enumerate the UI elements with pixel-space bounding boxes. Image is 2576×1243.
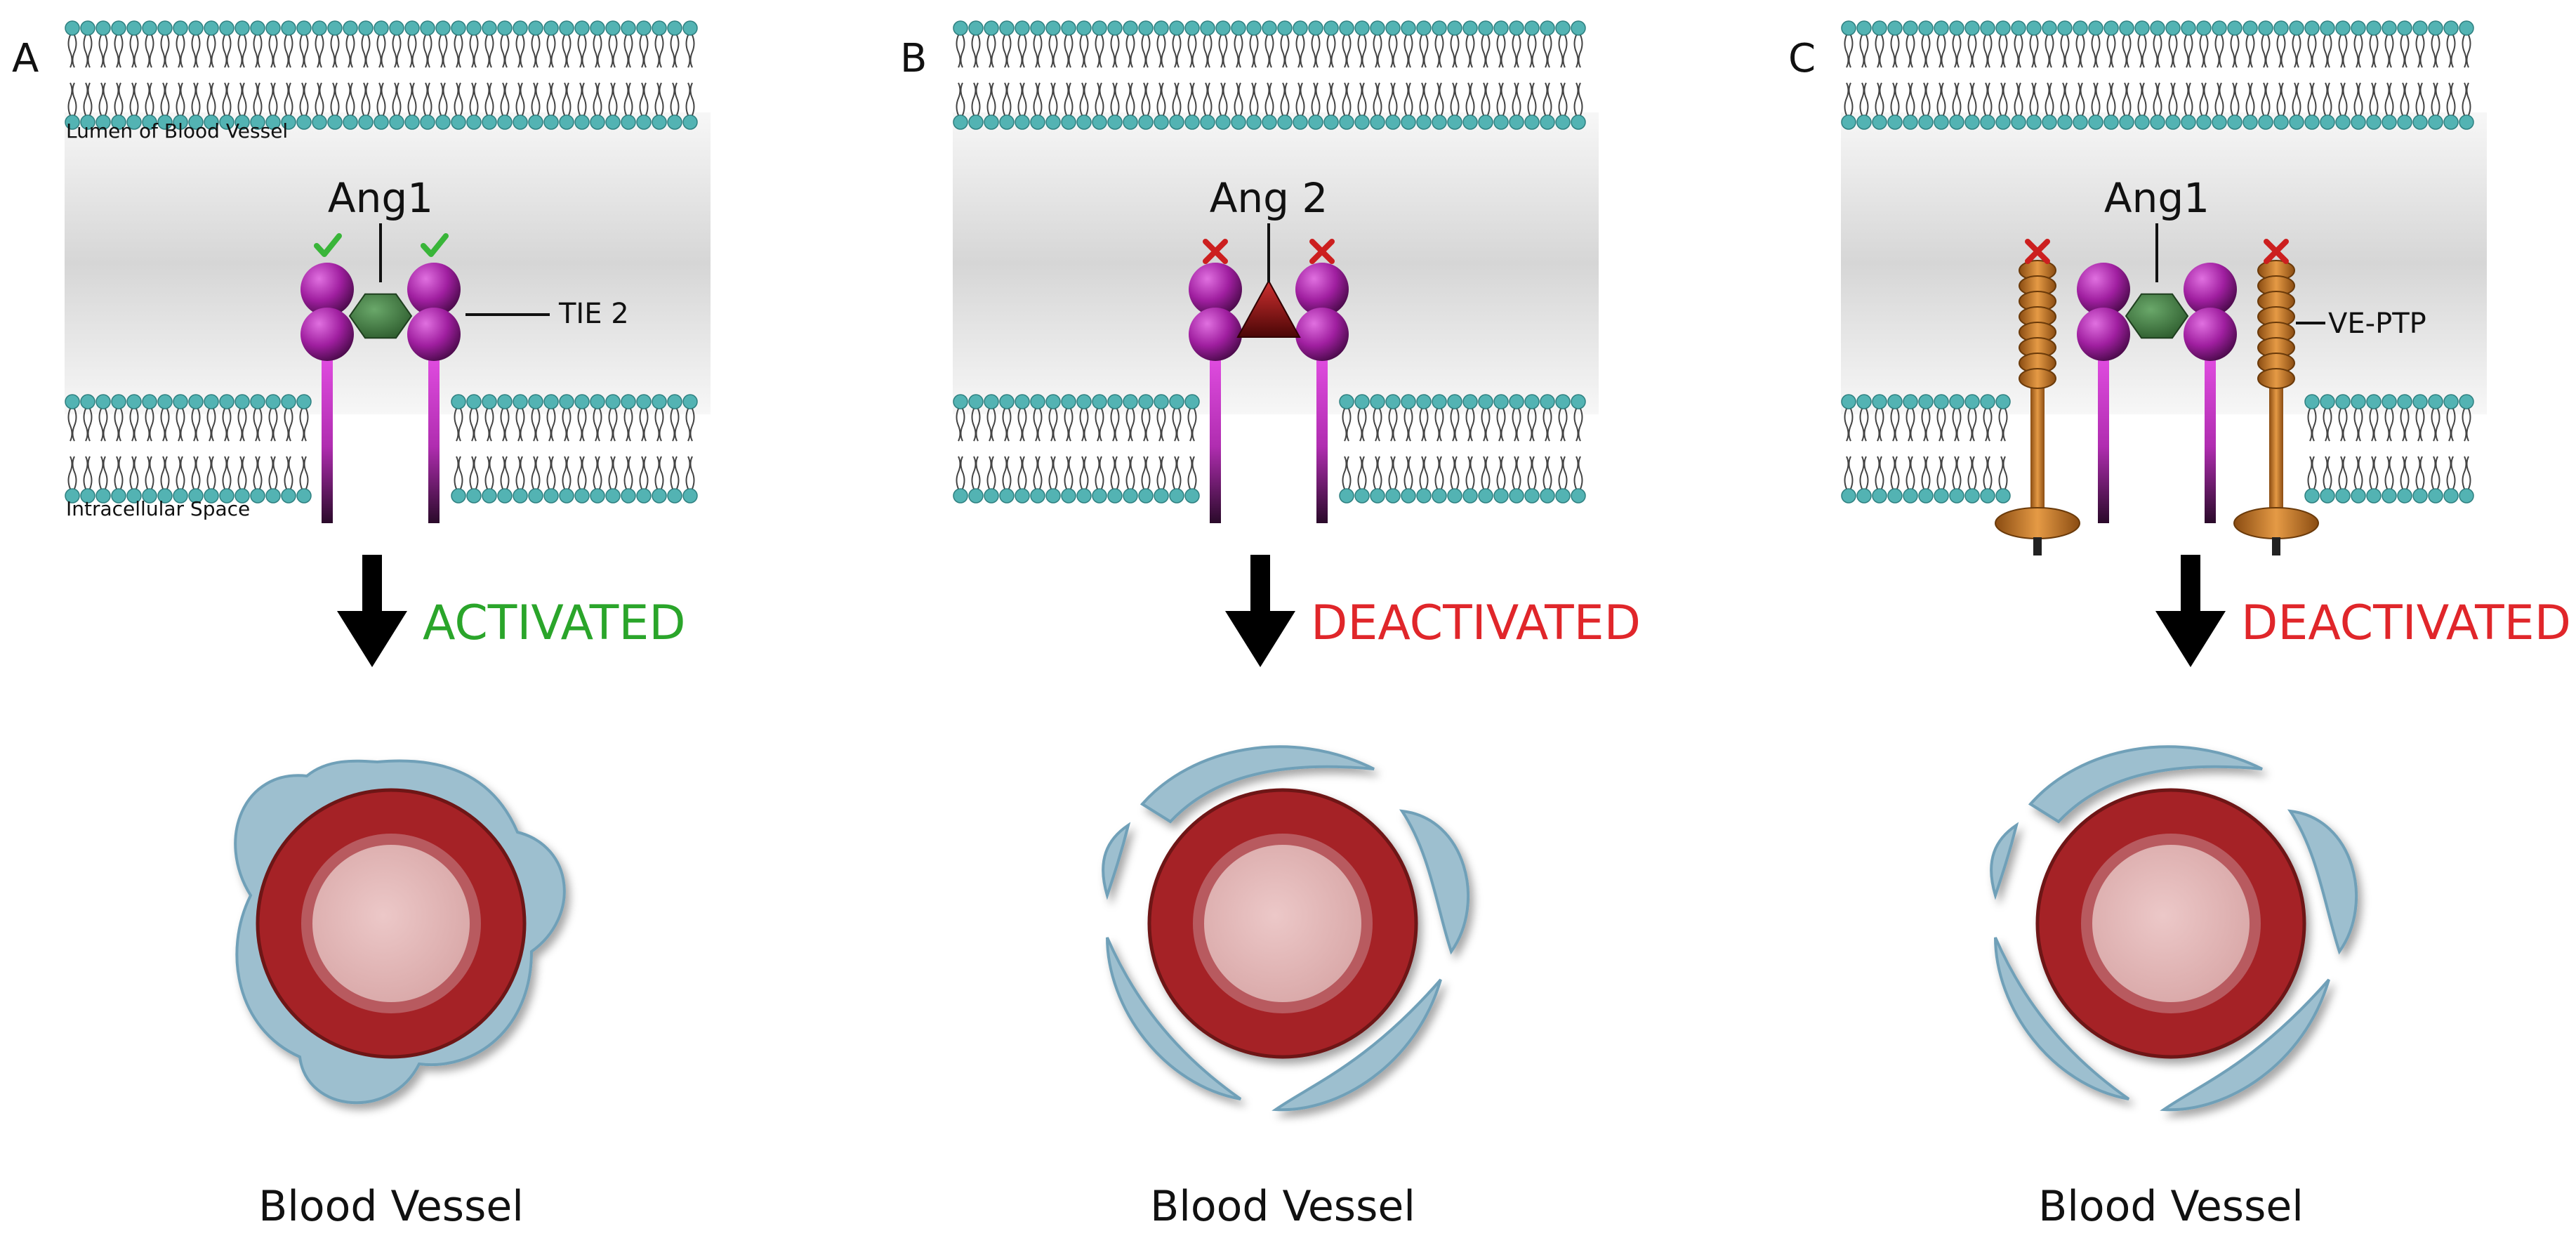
vessel-label: Blood Vessel (258, 1182, 524, 1231)
receptor-domain (1189, 308, 1242, 361)
receptor-domain (2184, 263, 2237, 316)
ptp-repeat (2019, 368, 2056, 389)
lumen-label: Lumen of Blood Vessel (66, 119, 288, 143)
lumen-band (953, 112, 1599, 414)
tie2-receptor-left (300, 263, 354, 523)
cross-icon (2264, 239, 2289, 264)
receptor-domain (407, 263, 461, 316)
pericyte-fragment (2028, 745, 2263, 824)
pericyte-fragment (1140, 745, 1375, 824)
cross-icon (1309, 239, 1335, 264)
ang1-ligand-icon (2125, 293, 2189, 339)
pericyte-fragment (1990, 822, 2019, 900)
vessel-label: Blood Vessel (1150, 1182, 1415, 1231)
pericyte-fragment (1272, 978, 1442, 1112)
vessel-label: Blood Vessel (2038, 1182, 2304, 1231)
ligand-label: Ang1 (328, 174, 433, 222)
panel-letter: A (12, 36, 39, 81)
tie2-receptor-right (1295, 263, 1349, 523)
receptor-domain (300, 308, 354, 361)
ang2-ligand-icon (1236, 279, 1301, 338)
vessel-lumen (312, 845, 470, 1002)
down-arrow-icon (1225, 555, 1295, 667)
receptor-label: TIE 2 (558, 298, 629, 330)
tie2-receptor-left (1189, 263, 1242, 523)
tie2-receptor-right (2184, 263, 2237, 523)
receptor-stalk (2098, 331, 2109, 523)
cross-icon (1203, 239, 1228, 264)
lumen-band (65, 112, 711, 414)
state-label: DEACTIVATED (2241, 596, 2571, 651)
check-icon (314, 233, 342, 257)
receptor-domain (1295, 263, 1349, 316)
receptor-domain (2077, 263, 2130, 316)
panel-b: B Ang 2 DEACTIVATED Blood Vessel (900, 20, 1641, 1231)
state-label: DEACTIVATED (1311, 596, 1641, 651)
receptor-stalk (2205, 331, 2216, 523)
blood-vessel-icon (1990, 745, 2358, 1112)
receptor-domain (1295, 308, 1349, 361)
ligand-label: Ang1 (2104, 174, 2210, 222)
receptor-domain (2184, 308, 2237, 361)
receptor-stalk (322, 331, 333, 523)
down-arrow-icon (2155, 555, 2226, 667)
ptp-repeat (2257, 368, 2295, 389)
lumen-band (1841, 112, 2487, 414)
receptor-stalk (428, 331, 440, 523)
panel-letter: B (900, 36, 927, 81)
cross-icon (2025, 239, 2050, 264)
receptor-domain (2077, 308, 2130, 361)
tie2-receptor-right (407, 263, 461, 523)
receptor-stalk (1316, 331, 1328, 523)
blood-vessel-icon (234, 759, 566, 1105)
pericyte-fragment (1399, 809, 1470, 955)
blood-vessel-icon (1102, 745, 1470, 1112)
pericyte-fragment (1102, 822, 1131, 900)
phosphatase-label: VE-PTP (2328, 308, 2426, 340)
receptor-stalk (1210, 331, 1221, 523)
ve-ptp-left (1995, 260, 2080, 555)
tie2-receptor-left (2077, 263, 2130, 523)
pericyte-fragment (1106, 937, 1242, 1100)
check-icon (421, 233, 449, 257)
ang1-ligand-icon (348, 293, 413, 339)
ptp-catalytic-domain (1995, 507, 2080, 539)
ptp-catalytic-domain (2233, 507, 2319, 539)
panel-letter: C (1788, 36, 1816, 81)
ptp-stalk (2269, 362, 2283, 523)
down-arrow-icon (337, 555, 407, 667)
pericyte-fragment (2160, 978, 2330, 1112)
state-label: ACTIVATED (423, 596, 686, 651)
receptor-domain (300, 263, 354, 316)
pericyte-fragment (2287, 809, 2358, 955)
ve-ptp-right (2233, 260, 2319, 555)
intracellular-label: Intracellular Space (66, 497, 250, 520)
receptor-domain (1189, 263, 1242, 316)
ptp-stalk (2030, 362, 2045, 523)
pericyte-fragment (1994, 937, 2130, 1100)
vessel-lumen (2092, 845, 2250, 1002)
receptor-domain (407, 308, 461, 361)
vessel-lumen (1204, 845, 1361, 1002)
ligand-label: Ang 2 (1210, 174, 1328, 222)
